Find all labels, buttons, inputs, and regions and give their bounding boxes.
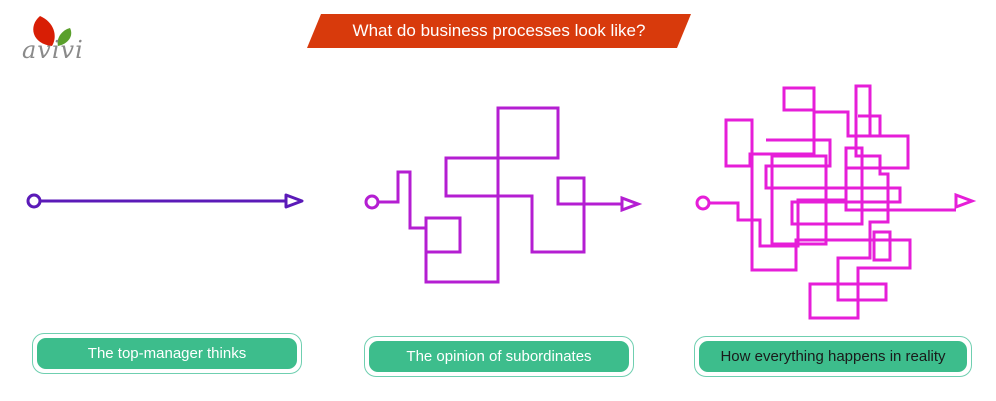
page-title: What do business processes look like? (352, 21, 646, 40)
reality-label: How everything happens in reality (694, 336, 972, 377)
start-circle (26, 193, 42, 209)
title-banner: What do business processes look like? (307, 14, 691, 48)
end-arrow-icon (954, 192, 977, 210)
red-leaf-icon (33, 16, 55, 46)
subordinates-label: The opinion of subordinates (364, 336, 634, 377)
end-arrow-icon (620, 195, 643, 213)
green-leaf-icon (57, 28, 72, 46)
reality-pill: How everything happens in reality (699, 341, 967, 372)
reality-process-path (695, 84, 977, 320)
logo (33, 16, 72, 46)
end-arrow-icon (284, 193, 304, 209)
subordinates-process-path (364, 106, 643, 284)
start-circle (695, 195, 711, 211)
top-manager-label: The top-manager thinks (32, 333, 302, 374)
logo-text: avivi (22, 36, 84, 64)
top-manager-pill: The top-manager thinks (37, 338, 297, 369)
subordinates-pill: The opinion of subordinates (369, 341, 629, 372)
start-circle (364, 194, 380, 210)
straight-process-path (26, 193, 304, 209)
